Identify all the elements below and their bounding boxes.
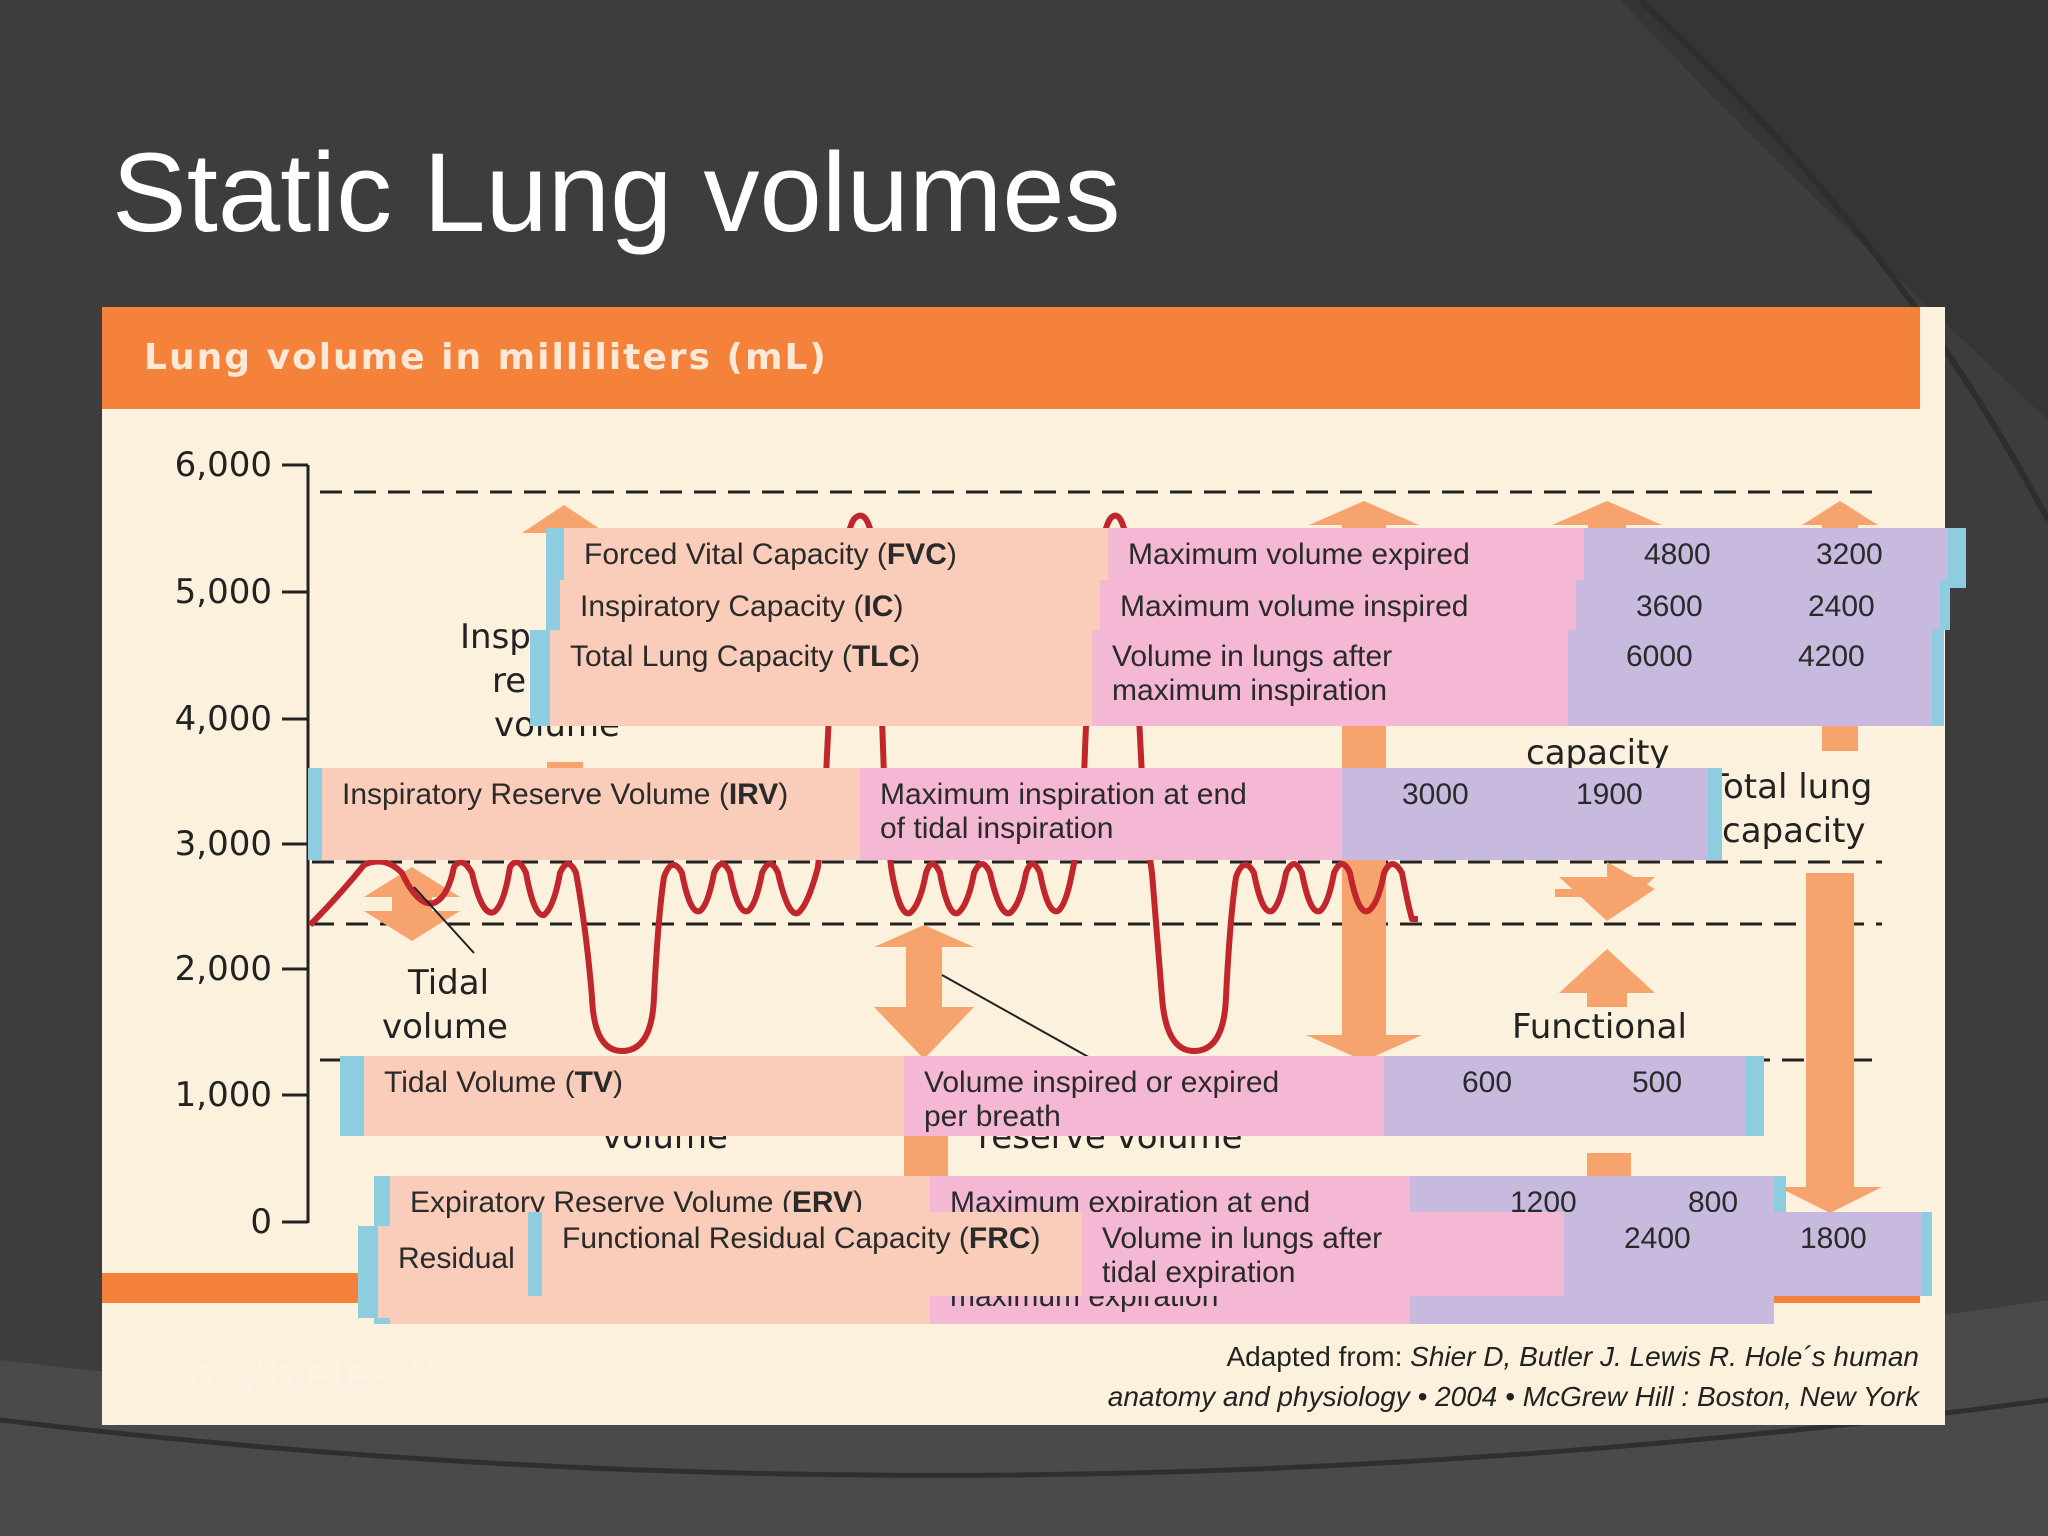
row-value-1: 6000 [1626, 640, 1693, 673]
row-value-1: 4800 [1644, 538, 1711, 571]
row-value-2: 500 [1632, 1066, 1683, 1099]
row-value-2: 3200 [1816, 538, 1883, 571]
label-insp: Insp [460, 617, 531, 657]
y-tick-5000: 5,000 [174, 572, 272, 612]
row-value-1: 600 [1462, 1066, 1513, 1099]
caption-citation-2: anatomy and physiology • 2004 • McGrew H… [1107, 1381, 1919, 1412]
table-row-tlc: Total Lung Capacity (TLC) Volume in lung… [530, 630, 1950, 726]
label-functional: Functional [1512, 1007, 1687, 1047]
label-total-capacity: capacity [1722, 811, 1866, 851]
row-value-1: 3600 [1636, 590, 1703, 623]
row-value-2: 4200 [1798, 640, 1865, 673]
table-row-irv: Inspiratory Reserve Volume (IRV) Maximum… [308, 768, 1722, 860]
erv-pointer-line [941, 974, 1093, 1060]
y-tick-2000: 2,000 [174, 949, 272, 989]
row-name-pre: Forced Vital Capacity ( [584, 538, 887, 571]
tidal-pointer-line [413, 886, 475, 954]
label-capacity: capacity [1526, 733, 1670, 773]
y-tick-1000: 1,000 [174, 1075, 272, 1115]
slide-title: Static Lung volumes [112, 130, 1121, 255]
row-value-1: 3000 [1402, 778, 1469, 811]
label-tidal: Tidal [408, 963, 490, 1003]
label-total-lung: Total lung [1708, 767, 1873, 807]
table-row-residual: Residual [358, 1226, 538, 1318]
y-axis-ticks [282, 463, 308, 1224]
y-tick-0: 0 [250, 1202, 272, 1242]
y-tick-6000: 6,000 [174, 445, 272, 485]
caption-source-label: Adapted from: [1226, 1341, 1403, 1372]
y-tick-4000: 4,000 [174, 699, 272, 739]
row-abbr: FVC [886, 538, 947, 571]
figure-header: Lung volume in milliliters (mL) [102, 307, 1920, 409]
table-row-frc: Functional Residual Capacity (FRC) Volum… [528, 1212, 1932, 1296]
caption-citation-1: Shier D, Butler J. Lewis R. Hole´s human [1410, 1341, 1919, 1372]
figure-caption: Adapted from: Shier D, Butler J. Lewis R… [619, 1337, 1919, 1417]
table-row-ic: Inspiratory Capacity (IC) Maximum volume… [546, 580, 1966, 630]
label-tidal-volume: volume [382, 1007, 508, 1047]
row-desc: Maximum volume inspired [1120, 590, 1469, 623]
row-value-2: 1800 [1800, 1222, 1867, 1255]
row-desc: Maximum volume expired [1128, 538, 1470, 571]
breathing-trace [307, 512, 1418, 1054]
row-name-post: ) [946, 538, 957, 571]
row-name: Residual [398, 1242, 515, 1275]
label-reserve: re [492, 661, 527, 701]
athletes-note: In athletes ? [174, 1349, 436, 1402]
table-row-fvc: Forced Vital Capacity (FVC) Maximum volu… [546, 528, 1966, 588]
row-value-1: 2400 [1624, 1222, 1691, 1255]
row-value-2: 1900 [1576, 778, 1643, 811]
table-row-tv: Tidal Volume (TV) Volume inspired or exp… [340, 1056, 1764, 1136]
y-tick-3000: 3,000 [174, 824, 272, 864]
figure-header-text: Lung volume in milliliters (mL) [144, 337, 828, 378]
row-value-2: 2400 [1808, 590, 1875, 623]
